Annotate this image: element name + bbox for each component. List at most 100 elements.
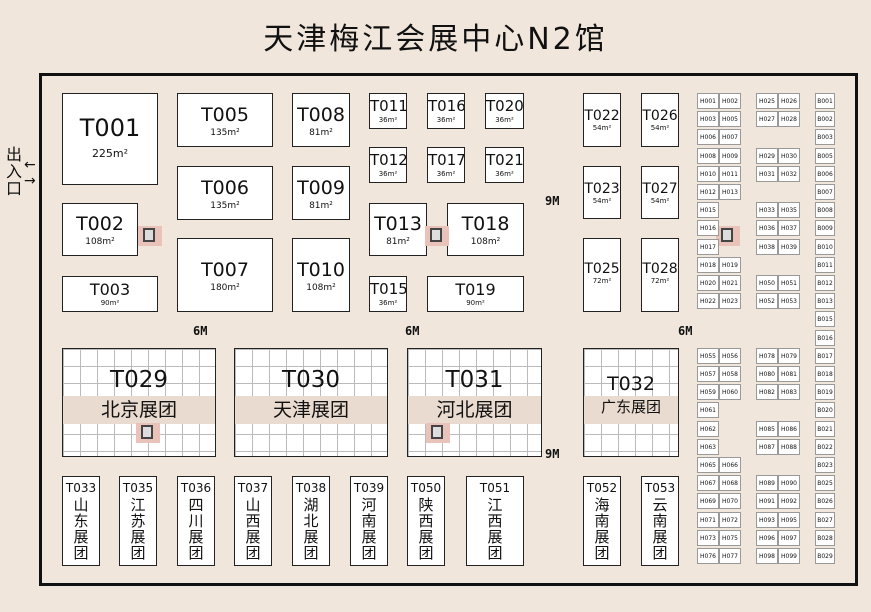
h-booth[interactable]: H081 bbox=[778, 366, 800, 382]
b-booth[interactable]: B016 bbox=[815, 329, 835, 346]
h-booth[interactable]: H012 bbox=[697, 184, 719, 200]
b-booth[interactable]: B019 bbox=[815, 384, 835, 401]
b-booth[interactable]: B020 bbox=[815, 402, 835, 419]
pavilion-t029[interactable]: T029 北京展团 bbox=[62, 348, 216, 457]
h-booth[interactable]: H055 bbox=[697, 347, 719, 364]
h-booth[interactable]: H006 bbox=[697, 129, 719, 146]
h-booth[interactable]: H062 bbox=[697, 420, 719, 437]
h-booth[interactable]: H032 bbox=[778, 165, 800, 182]
booth-t017[interactable]: T017 36m² bbox=[427, 147, 465, 183]
h-booth[interactable]: H050 bbox=[756, 275, 778, 291]
booth-t013[interactable]: T013 81m² bbox=[369, 203, 427, 256]
booth-t026[interactable]: T026 54m² bbox=[641, 93, 679, 147]
h-booth[interactable]: H017 bbox=[697, 238, 719, 255]
h-booth[interactable]: H099 bbox=[778, 548, 800, 564]
booth-t018[interactable]: T018 108m² bbox=[447, 203, 524, 256]
h-booth[interactable]: H090 bbox=[778, 475, 800, 492]
b-booth[interactable]: B028 bbox=[815, 529, 835, 546]
h-booth[interactable]: H058 bbox=[719, 366, 741, 382]
h-booth[interactable]: H013 bbox=[719, 184, 741, 200]
h-booth[interactable]: H065 bbox=[697, 457, 719, 473]
delegation-t038[interactable]: T038 湖北展团 bbox=[292, 476, 330, 566]
h-booth[interactable]: H010 bbox=[697, 165, 719, 182]
b-booth[interactable]: B029 bbox=[815, 548, 835, 564]
h-booth[interactable]: H051 bbox=[778, 275, 800, 291]
booth-t015[interactable]: T015 36m² bbox=[369, 276, 407, 312]
h-booth[interactable]: H093 bbox=[756, 511, 778, 528]
b-booth[interactable]: B015 bbox=[815, 311, 835, 328]
booth-t009[interactable]: T009 81m² bbox=[292, 166, 350, 220]
h-booth[interactable]: H079 bbox=[778, 347, 800, 364]
booth-t002[interactable]: T002 108m² bbox=[62, 203, 138, 256]
b-booth[interactable]: B013 bbox=[815, 293, 835, 310]
h-booth[interactable]: H085 bbox=[756, 420, 778, 437]
booth-t028[interactable]: T028 72m² bbox=[641, 238, 679, 312]
h-booth[interactable]: H027 bbox=[756, 111, 778, 128]
h-booth[interactable]: H023 bbox=[719, 293, 741, 310]
booth-t025[interactable]: T025 72m² bbox=[583, 238, 621, 312]
pavilion-t031[interactable]: T031 河北展团 bbox=[407, 348, 542, 457]
booth-t023[interactable]: T023 54m² bbox=[583, 166, 621, 219]
booth-t019[interactable]: T019 90m² bbox=[427, 276, 524, 312]
h-booth[interactable]: H091 bbox=[756, 493, 778, 510]
h-booth[interactable]: H031 bbox=[756, 165, 778, 182]
booth-t001[interactable]: T001 225m² bbox=[62, 93, 158, 185]
h-booth[interactable]: H089 bbox=[756, 475, 778, 492]
h-booth[interactable]: H008 bbox=[697, 147, 719, 164]
h-booth[interactable]: H075 bbox=[719, 529, 741, 546]
delegation-t037[interactable]: T037 山西展团 bbox=[234, 476, 272, 566]
h-booth[interactable]: H069 bbox=[697, 493, 719, 510]
b-booth[interactable]: B008 bbox=[815, 202, 835, 219]
h-booth[interactable]: H002 bbox=[719, 93, 741, 109]
b-booth[interactable]: B022 bbox=[815, 438, 835, 455]
b-booth[interactable]: B011 bbox=[815, 256, 835, 273]
h-booth[interactable]: H016 bbox=[697, 220, 719, 237]
h-booth[interactable]: H096 bbox=[756, 529, 778, 546]
h-booth[interactable]: H083 bbox=[778, 384, 800, 401]
delegation-t052[interactable]: T052 海南展团 bbox=[583, 476, 621, 566]
h-booth[interactable]: H035 bbox=[778, 202, 800, 219]
booth-t012[interactable]: T012 36m² bbox=[369, 147, 407, 183]
delegation-t033[interactable]: T033 山东展团 bbox=[62, 476, 100, 566]
h-booth[interactable]: H033 bbox=[756, 202, 778, 219]
h-booth[interactable]: H020 bbox=[697, 275, 719, 291]
pavilion-t030[interactable]: T030 天津展团 bbox=[234, 348, 388, 457]
h-booth[interactable]: H097 bbox=[778, 529, 800, 546]
b-booth[interactable]: B006 bbox=[815, 165, 835, 182]
delegation-t050[interactable]: T050 陕西展团 bbox=[407, 476, 445, 566]
h-booth[interactable]: H028 bbox=[778, 111, 800, 128]
h-booth[interactable]: H072 bbox=[719, 511, 741, 528]
h-booth[interactable]: H037 bbox=[778, 220, 800, 237]
h-booth[interactable]: H018 bbox=[697, 256, 719, 273]
h-booth[interactable]: H039 bbox=[778, 238, 800, 255]
h-booth[interactable]: H026 bbox=[778, 93, 800, 109]
h-booth[interactable]: H067 bbox=[697, 475, 719, 492]
b-booth[interactable]: B003 bbox=[815, 129, 835, 146]
b-booth[interactable]: B012 bbox=[815, 275, 835, 291]
booth-t007[interactable]: T007 180m² bbox=[177, 238, 273, 312]
booth-t010[interactable]: T010 108m² bbox=[292, 238, 350, 312]
booth-t016[interactable]: T016 36m² bbox=[427, 93, 465, 129]
delegation-t039[interactable]: T039 河南展团 bbox=[350, 476, 388, 566]
delegation-t035[interactable]: T035 江苏展团 bbox=[119, 476, 157, 566]
b-booth[interactable]: B005 bbox=[815, 147, 835, 164]
b-booth[interactable]: B025 bbox=[815, 475, 835, 492]
h-booth[interactable]: H082 bbox=[756, 384, 778, 401]
h-booth[interactable]: H078 bbox=[756, 347, 778, 364]
booth-t003[interactable]: T003 90m² bbox=[62, 276, 158, 312]
h-booth[interactable]: H073 bbox=[697, 529, 719, 546]
h-booth[interactable]: H036 bbox=[756, 220, 778, 237]
h-booth[interactable]: H015 bbox=[697, 202, 719, 219]
booth-t011[interactable]: T011 36m² bbox=[369, 93, 407, 129]
h-booth[interactable]: H087 bbox=[756, 438, 778, 455]
booth-t020[interactable]: T020 36m² bbox=[485, 93, 524, 129]
h-booth[interactable]: H095 bbox=[778, 511, 800, 528]
b-booth[interactable]: B018 bbox=[815, 366, 835, 382]
b-booth[interactable]: B017 bbox=[815, 347, 835, 364]
h-booth[interactable]: H057 bbox=[697, 366, 719, 382]
delegation-t051[interactable]: T051 江西展团 bbox=[466, 476, 524, 566]
booth-t008[interactable]: T008 81m² bbox=[292, 93, 350, 147]
h-booth[interactable]: H052 bbox=[756, 293, 778, 310]
h-booth[interactable]: H086 bbox=[778, 420, 800, 437]
h-booth[interactable]: H068 bbox=[719, 475, 741, 492]
